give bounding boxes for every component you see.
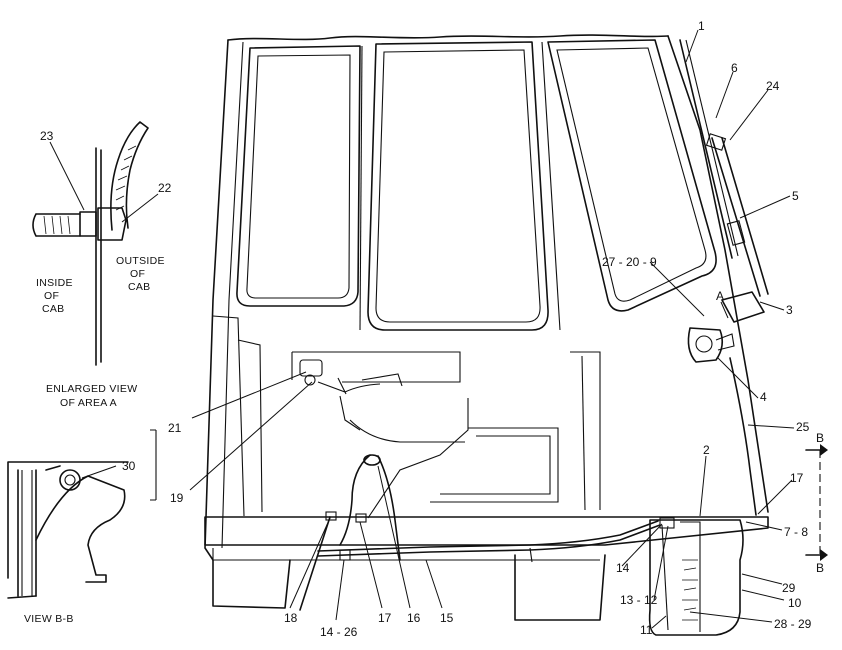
console-panel <box>430 427 559 503</box>
callout-labels: 1 6 24 5 27 - 20 - 9 3 4 25 2 17 7 - 8 1… <box>40 19 812 639</box>
cab-torn-top-edge <box>227 34 669 41</box>
washer-switch <box>299 359 323 377</box>
callout-18: 18 <box>284 611 298 625</box>
leader-lines <box>49 29 795 629</box>
cab-floor-platform <box>204 516 769 546</box>
fitting-tube-inside <box>32 213 81 237</box>
hose-connector-16 <box>363 454 381 466</box>
cab-right-edge <box>667 35 769 513</box>
callout-29-top: 29 <box>782 581 796 595</box>
hose-16 <box>339 454 371 546</box>
callout-2: 2 <box>703 443 710 457</box>
hose-15 <box>317 524 661 557</box>
enlarged-view-caption-2: OF AREA A <box>60 397 117 409</box>
callout-11: 11 <box>640 623 653 637</box>
enlarged-view-area-a: INSIDE OF CAB OUTSIDE OF CAB ENLARGED VI… <box>32 121 165 409</box>
wiper-motor-bracket <box>721 291 765 323</box>
outside-of-cab-caption-3: CAB <box>128 281 151 293</box>
callout-5: 5 <box>792 189 799 203</box>
callout-28-29: 28 - 29 <box>774 617 812 631</box>
callout-24: 24 <box>766 79 780 93</box>
hose-25 <box>729 357 757 516</box>
callout-21: 21 <box>168 421 182 435</box>
wiper-motor <box>687 327 724 363</box>
callout-25: 25 <box>796 420 810 434</box>
callout-14-right: 14 <box>616 561 630 575</box>
callout-27-20-9: 27 - 20 - 9 <box>602 255 657 269</box>
inside-of-cab-caption-3: CAB <box>42 303 65 315</box>
reservoir-bracket-bb <box>35 475 126 583</box>
section-b-arrows: B B <box>805 431 828 575</box>
fitting-tube-outside <box>110 121 149 231</box>
wiper-blade <box>679 39 733 259</box>
callout-14-26: 14 - 26 <box>320 625 358 639</box>
callout-10: 10 <box>788 596 802 610</box>
callout-22: 22 <box>158 181 172 195</box>
view-bb-frame <box>7 461 129 579</box>
fitting-nut-23 <box>79 211 97 237</box>
section-b-top-label: B <box>816 431 824 445</box>
washer-reservoir <box>648 517 744 636</box>
tube-clip-14-26 <box>339 549 351 561</box>
callout-23: 23 <box>40 129 54 143</box>
callout-19: 19 <box>170 491 184 505</box>
callout-17-bottom: 17 <box>378 611 392 625</box>
section-b-bottom-label: B <box>816 561 824 575</box>
outside-of-cab-caption-1: OUTSIDE <box>116 255 165 267</box>
callout-3: 3 <box>786 303 793 317</box>
right-window-frame <box>547 39 717 312</box>
fitting-nut-22 <box>97 207 127 241</box>
callout-6: 6 <box>731 61 738 75</box>
callout-7-8: 7 - 8 <box>784 525 808 539</box>
view-bb-caption: VIEW B-B <box>24 613 74 625</box>
wiper-assembly: A <box>679 39 769 363</box>
reservoir-bottle <box>648 519 744 636</box>
cab-body <box>204 34 769 621</box>
clamp-30 <box>59 469 81 491</box>
callout-13-12: 13 - 12 <box>620 593 658 607</box>
washer-tubing <box>299 357 757 611</box>
callout-4: 4 <box>760 390 767 404</box>
left-foot-box <box>212 559 291 609</box>
area-a-marker: A <box>716 289 724 303</box>
callout-16: 16 <box>407 611 421 625</box>
enlarged-view-caption-1: ENLARGED VIEW <box>46 383 137 395</box>
callout-1: 1 <box>698 19 705 33</box>
inside-of-cab-caption-1: INSIDE <box>36 277 73 289</box>
center-foot-box <box>514 554 606 621</box>
tube-clip-17 <box>355 513 367 523</box>
callout-30: 30 <box>122 459 136 473</box>
wiper-clamp <box>705 133 727 151</box>
center-window-frame <box>367 41 549 331</box>
callout-15: 15 <box>440 611 454 625</box>
cab-left-edge <box>204 39 229 561</box>
reservoir-pump <box>659 517 675 529</box>
left-window-frame <box>236 45 361 307</box>
outside-of-cab-caption-2: OF <box>130 268 145 280</box>
inside-of-cab-caption-2: OF <box>44 290 59 302</box>
wiper-arm <box>711 137 761 297</box>
callout-17-right: 17 <box>790 471 804 485</box>
view-b-b: VIEW B-B <box>7 461 129 625</box>
